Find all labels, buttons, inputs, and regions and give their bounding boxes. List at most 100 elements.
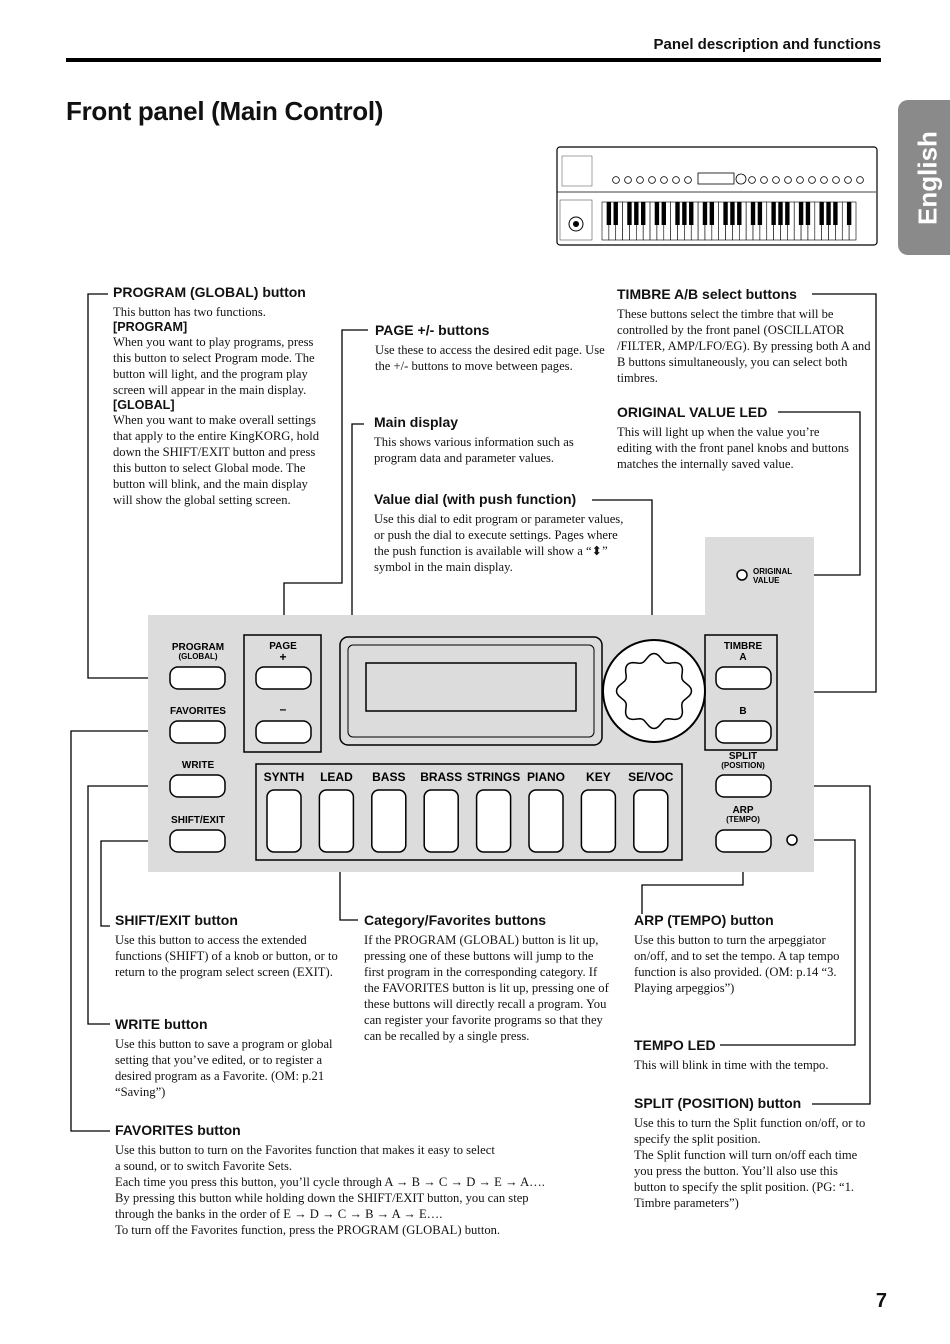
black-key (805, 202, 811, 225)
timbre-section: TIMBRE A/B select buttons These buttons … (617, 286, 879, 386)
program-button[interactable] (169, 666, 226, 690)
dial-section: Value dial (with push function) Use this… (374, 491, 634, 575)
tempo-title: TEMPO LED (634, 1037, 716, 1053)
write-title: WRITE button (115, 1016, 208, 1032)
program-intro: This button has two functions. (113, 305, 266, 319)
page-number: 7 (875, 1290, 887, 1312)
section-header: Panel description and functions (653, 36, 881, 53)
knob-icon (796, 176, 804, 184)
original-label: ORIGINAL (753, 567, 792, 576)
dial-text-a: Use this dial to edit program or paramet… (374, 512, 624, 558)
line-original (778, 411, 861, 576)
line-favorites (70, 730, 168, 1132)
favorites-line5: through the banks in the order of E → D … (115, 1207, 443, 1221)
black-key (778, 202, 783, 225)
category-label: BASS (372, 770, 405, 784)
shift-text: Use this button to access the extended f… (115, 933, 338, 979)
timbre-b-button[interactable] (715, 720, 772, 744)
arp-button[interactable] (715, 829, 772, 853)
category-button[interactable] (266, 789, 302, 853)
favorites-button[interactable] (169, 720, 226, 744)
program-title: PROGRAM (GLOBAL) button (113, 284, 306, 300)
dial-text: Use this dial to edit program or paramet… (374, 511, 634, 575)
shift-exit-button[interactable] (169, 829, 226, 853)
category-label: SE/VOC (628, 770, 674, 784)
dial-title: Value dial (with push function) (374, 491, 577, 507)
page-minus-label: – (280, 702, 287, 716)
category-button[interactable] (371, 789, 407, 853)
timbre-a-button[interactable] (715, 666, 772, 690)
keyboard-illustration (556, 146, 878, 246)
page-title-text: PAGE +/- buttons (375, 322, 490, 338)
black-key (682, 202, 687, 225)
black-key (606, 202, 612, 225)
favorites-line4: By pressing this button while holding do… (115, 1191, 529, 1205)
black-key (846, 202, 852, 225)
tempo-led (786, 834, 798, 846)
arp-text: Use this button to turn the arpeggiator … (634, 933, 840, 995)
page-plus-button[interactable] (255, 666, 312, 690)
knob-icon (660, 176, 668, 184)
category-button[interactable] (633, 789, 669, 853)
write-text: Use this button to save a program or glo… (115, 1037, 333, 1099)
category-text: If the PROGRAM (GLOBAL) button is lit up… (364, 933, 609, 1043)
timbre-a-label: A (739, 652, 746, 663)
black-key (702, 202, 708, 225)
category-button[interactable] (528, 789, 564, 853)
category-label: SYNTH (264, 770, 305, 784)
original-section: ORIGINAL VALUE LED This will light up wh… (617, 404, 857, 472)
arp-section: ARP (TEMPO) button Use this button to tu… (634, 912, 859, 996)
knob-icon (748, 176, 756, 184)
page-label: PAGE (269, 641, 297, 652)
page-minus-button[interactable] (255, 720, 312, 744)
category-group-frame (255, 763, 683, 861)
split-text2: The Split function will turn on/off each… (634, 1148, 858, 1210)
timbre-text: These buttons select the timbre that wil… (617, 307, 871, 385)
line-display (351, 423, 364, 640)
knob-icon (844, 176, 852, 184)
tempo-text: This will blink in time with the tempo. (634, 1058, 829, 1072)
split-sublabel: (POSITION) (721, 761, 765, 770)
split-text1: Use this to turn the Split function on/o… (634, 1116, 866, 1146)
split-title: SPLIT (POSITION) button (634, 1095, 802, 1111)
category-button[interactable] (423, 789, 459, 853)
knob-icon (832, 176, 840, 184)
arp-sublabel: (TEMPO) (726, 815, 760, 824)
black-key (627, 202, 632, 225)
page-group-frame (243, 634, 322, 753)
black-key (640, 202, 646, 225)
write-button[interactable] (169, 774, 226, 798)
category-label: STRINGS (467, 770, 520, 784)
program-sub1: [PROGRAM] (113, 320, 188, 334)
favorites-section: FAVORITES button Use this button to turn… (115, 1122, 615, 1238)
line-write (87, 785, 168, 1025)
original-text: This will light up when the value you’re… (617, 425, 849, 471)
black-key (819, 202, 824, 225)
black-key (634, 202, 639, 225)
split-button[interactable] (715, 774, 772, 798)
program-section: PROGRAM (GLOBAL) button This button has … (113, 284, 328, 508)
front-panel-illustration: PROGRAM (GLOBAL) FAVORITES WRITE SHIFT/E… (148, 537, 814, 872)
dial-text-b: ” symbol in the main display. (374, 544, 608, 574)
timbre-label: TIMBRE (724, 641, 763, 652)
arp-label: ARP (732, 805, 753, 816)
favorites-label: FAVORITES (170, 706, 226, 717)
category-button[interactable] (475, 789, 512, 853)
write-label: WRITE (182, 760, 215, 771)
black-key (723, 202, 728, 225)
line-dial (592, 499, 653, 655)
header-rule (66, 58, 881, 62)
black-key (826, 202, 831, 225)
category-button[interactable] (580, 789, 617, 853)
knob-icon (684, 176, 692, 184)
knob-icon (672, 176, 680, 184)
category-button[interactable] (318, 789, 355, 853)
category-label: PIANO (527, 770, 565, 784)
knob-icon (856, 176, 864, 184)
line-program (87, 293, 168, 679)
black-key (798, 202, 804, 225)
timbre-title: TIMBRE A/B select buttons (617, 286, 797, 302)
knob-icon (636, 176, 644, 184)
knob-icon (820, 176, 828, 184)
category-label: KEY (586, 770, 611, 784)
